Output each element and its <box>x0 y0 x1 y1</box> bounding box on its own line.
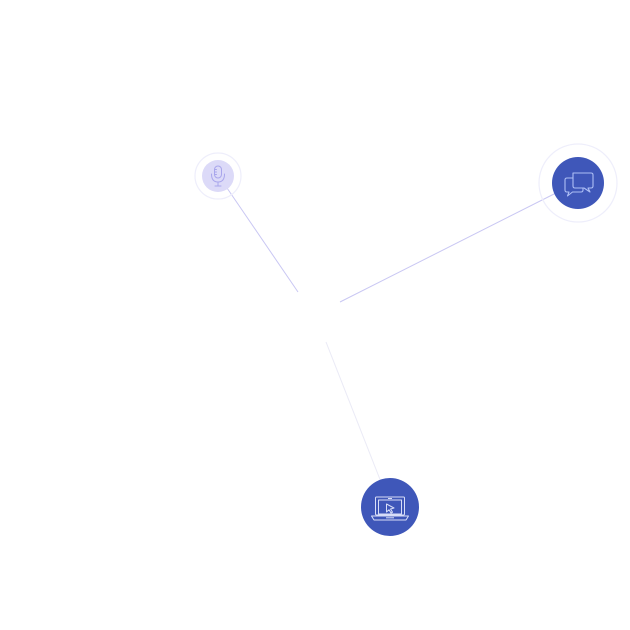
connector-line-web <box>325 341 382 483</box>
node-chat-halo <box>538 143 618 223</box>
node-voice-circle <box>202 160 234 192</box>
node-chat[interactable] <box>538 143 618 223</box>
node-voice[interactable] <box>194 152 242 200</box>
node-web[interactable] <box>361 478 419 536</box>
chat-bubbles-icon <box>564 172 594 197</box>
connector-line-chat <box>339 192 557 303</box>
connector-line-voice <box>226 187 299 293</box>
microphone-icon <box>211 165 225 187</box>
node-voice-halo <box>194 152 242 200</box>
node-web-circle <box>361 478 419 536</box>
laptop-cursor-icon <box>371 496 409 521</box>
node-chat-circle <box>552 157 604 209</box>
